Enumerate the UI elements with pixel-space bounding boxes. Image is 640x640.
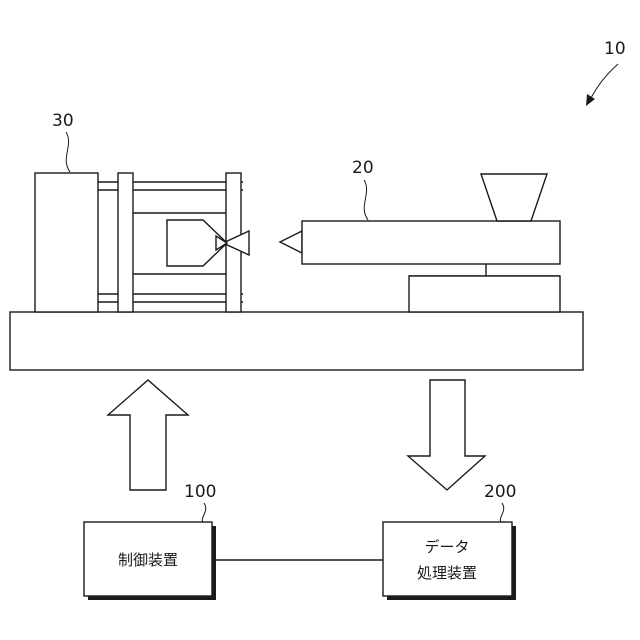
- machine-base: [10, 312, 583, 370]
- injection-ref-label: 20: [352, 158, 374, 178]
- dataproc-box-frame: [383, 522, 512, 596]
- controller-ref-leader: [202, 503, 205, 524]
- controller-box: 100 制御装置: [84, 482, 216, 600]
- movable-platen: [118, 173, 133, 312]
- clamp-ref-leader: [66, 132, 70, 172]
- dataproc-ref-leader: [500, 503, 503, 524]
- data-processing-box: 200 データ 処理装置: [383, 482, 516, 600]
- system-ref-arrowhead: [586, 94, 595, 106]
- clamp-block: [35, 173, 98, 312]
- hopper: [481, 174, 547, 221]
- injection-barrel: [302, 221, 560, 264]
- controller-label: 制御装置: [118, 551, 178, 569]
- system-reference: 10: [586, 39, 626, 106]
- system-ref-arrow-line: [590, 64, 618, 100]
- dataproc-label-line2: 処理装置: [417, 564, 477, 582]
- mold-clamping-unit: 30: [35, 111, 249, 312]
- injection-drive-block: [409, 276, 560, 312]
- control-arrow-up: [108, 380, 188, 490]
- system-ref-label: 10: [604, 39, 626, 59]
- data-arrow-down: [408, 380, 485, 490]
- injection-ref-leader: [364, 180, 368, 220]
- clamp-ref-label: 30: [52, 111, 74, 131]
- dataproc-ref-label: 200: [484, 482, 516, 502]
- controller-ref-label: 100: [184, 482, 216, 502]
- dataproc-label-line1: データ: [424, 538, 469, 556]
- injection-nozzle: [280, 231, 302, 253]
- injection-unit: 20: [280, 158, 560, 312]
